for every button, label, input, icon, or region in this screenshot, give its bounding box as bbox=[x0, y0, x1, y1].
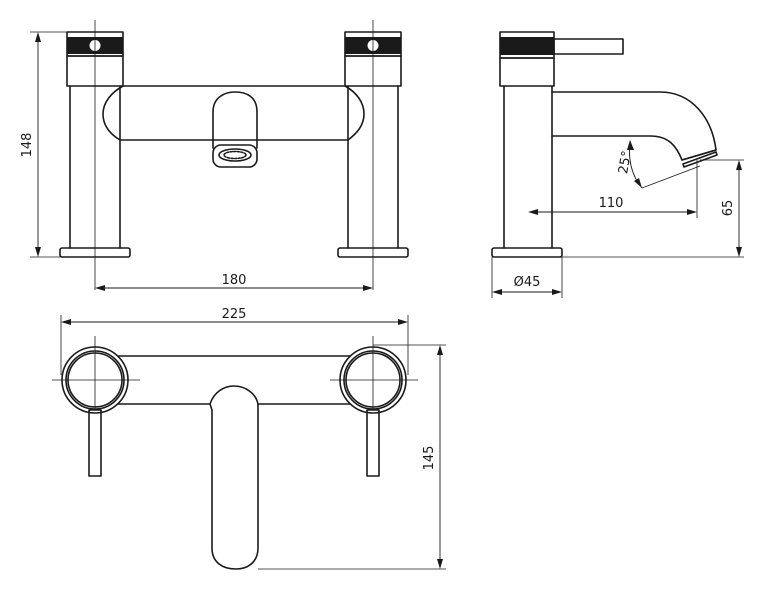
top-view: 225 145 bbox=[52, 307, 446, 570]
dimension-front-height: 148 bbox=[20, 31, 67, 258]
side-view: 25° 110 65 Ø45 bbox=[491, 31, 744, 298]
front-spout bbox=[212, 91, 258, 168]
dimension-side-spout-height: 65 bbox=[562, 159, 744, 258]
label-side-reach: 110 bbox=[599, 196, 624, 211]
dimension-front-centres: 180 bbox=[95, 273, 373, 291]
top-left-handle bbox=[52, 336, 140, 477]
label-side-base-diameter: Ø45 bbox=[514, 275, 541, 290]
dimension-side-angle: 25° bbox=[616, 140, 701, 189]
side-lever bbox=[553, 38, 624, 55]
top-right-handle bbox=[330, 336, 418, 477]
label-side-spout-height: 65 bbox=[721, 200, 736, 217]
side-spout bbox=[551, 91, 718, 168]
dimension-side-reach: 110 bbox=[528, 160, 698, 218]
label-side-angle: 25° bbox=[616, 150, 635, 175]
front-view: 148 180 bbox=[20, 20, 409, 291]
dimension-top-width: 225 bbox=[60, 307, 409, 375]
dimension-side-base-diameter: Ø45 bbox=[491, 257, 563, 298]
top-spout bbox=[209, 385, 259, 570]
front-bridge bbox=[102, 85, 365, 141]
label-front-centres: 180 bbox=[222, 273, 247, 288]
dimension-top-depth: 145 bbox=[258, 344, 446, 570]
label-front-height: 148 bbox=[20, 133, 35, 158]
label-top-width: 225 bbox=[222, 307, 247, 322]
side-pillar bbox=[491, 31, 563, 258]
label-top-depth: 145 bbox=[422, 446, 437, 471]
top-bridge bbox=[117, 355, 351, 405]
